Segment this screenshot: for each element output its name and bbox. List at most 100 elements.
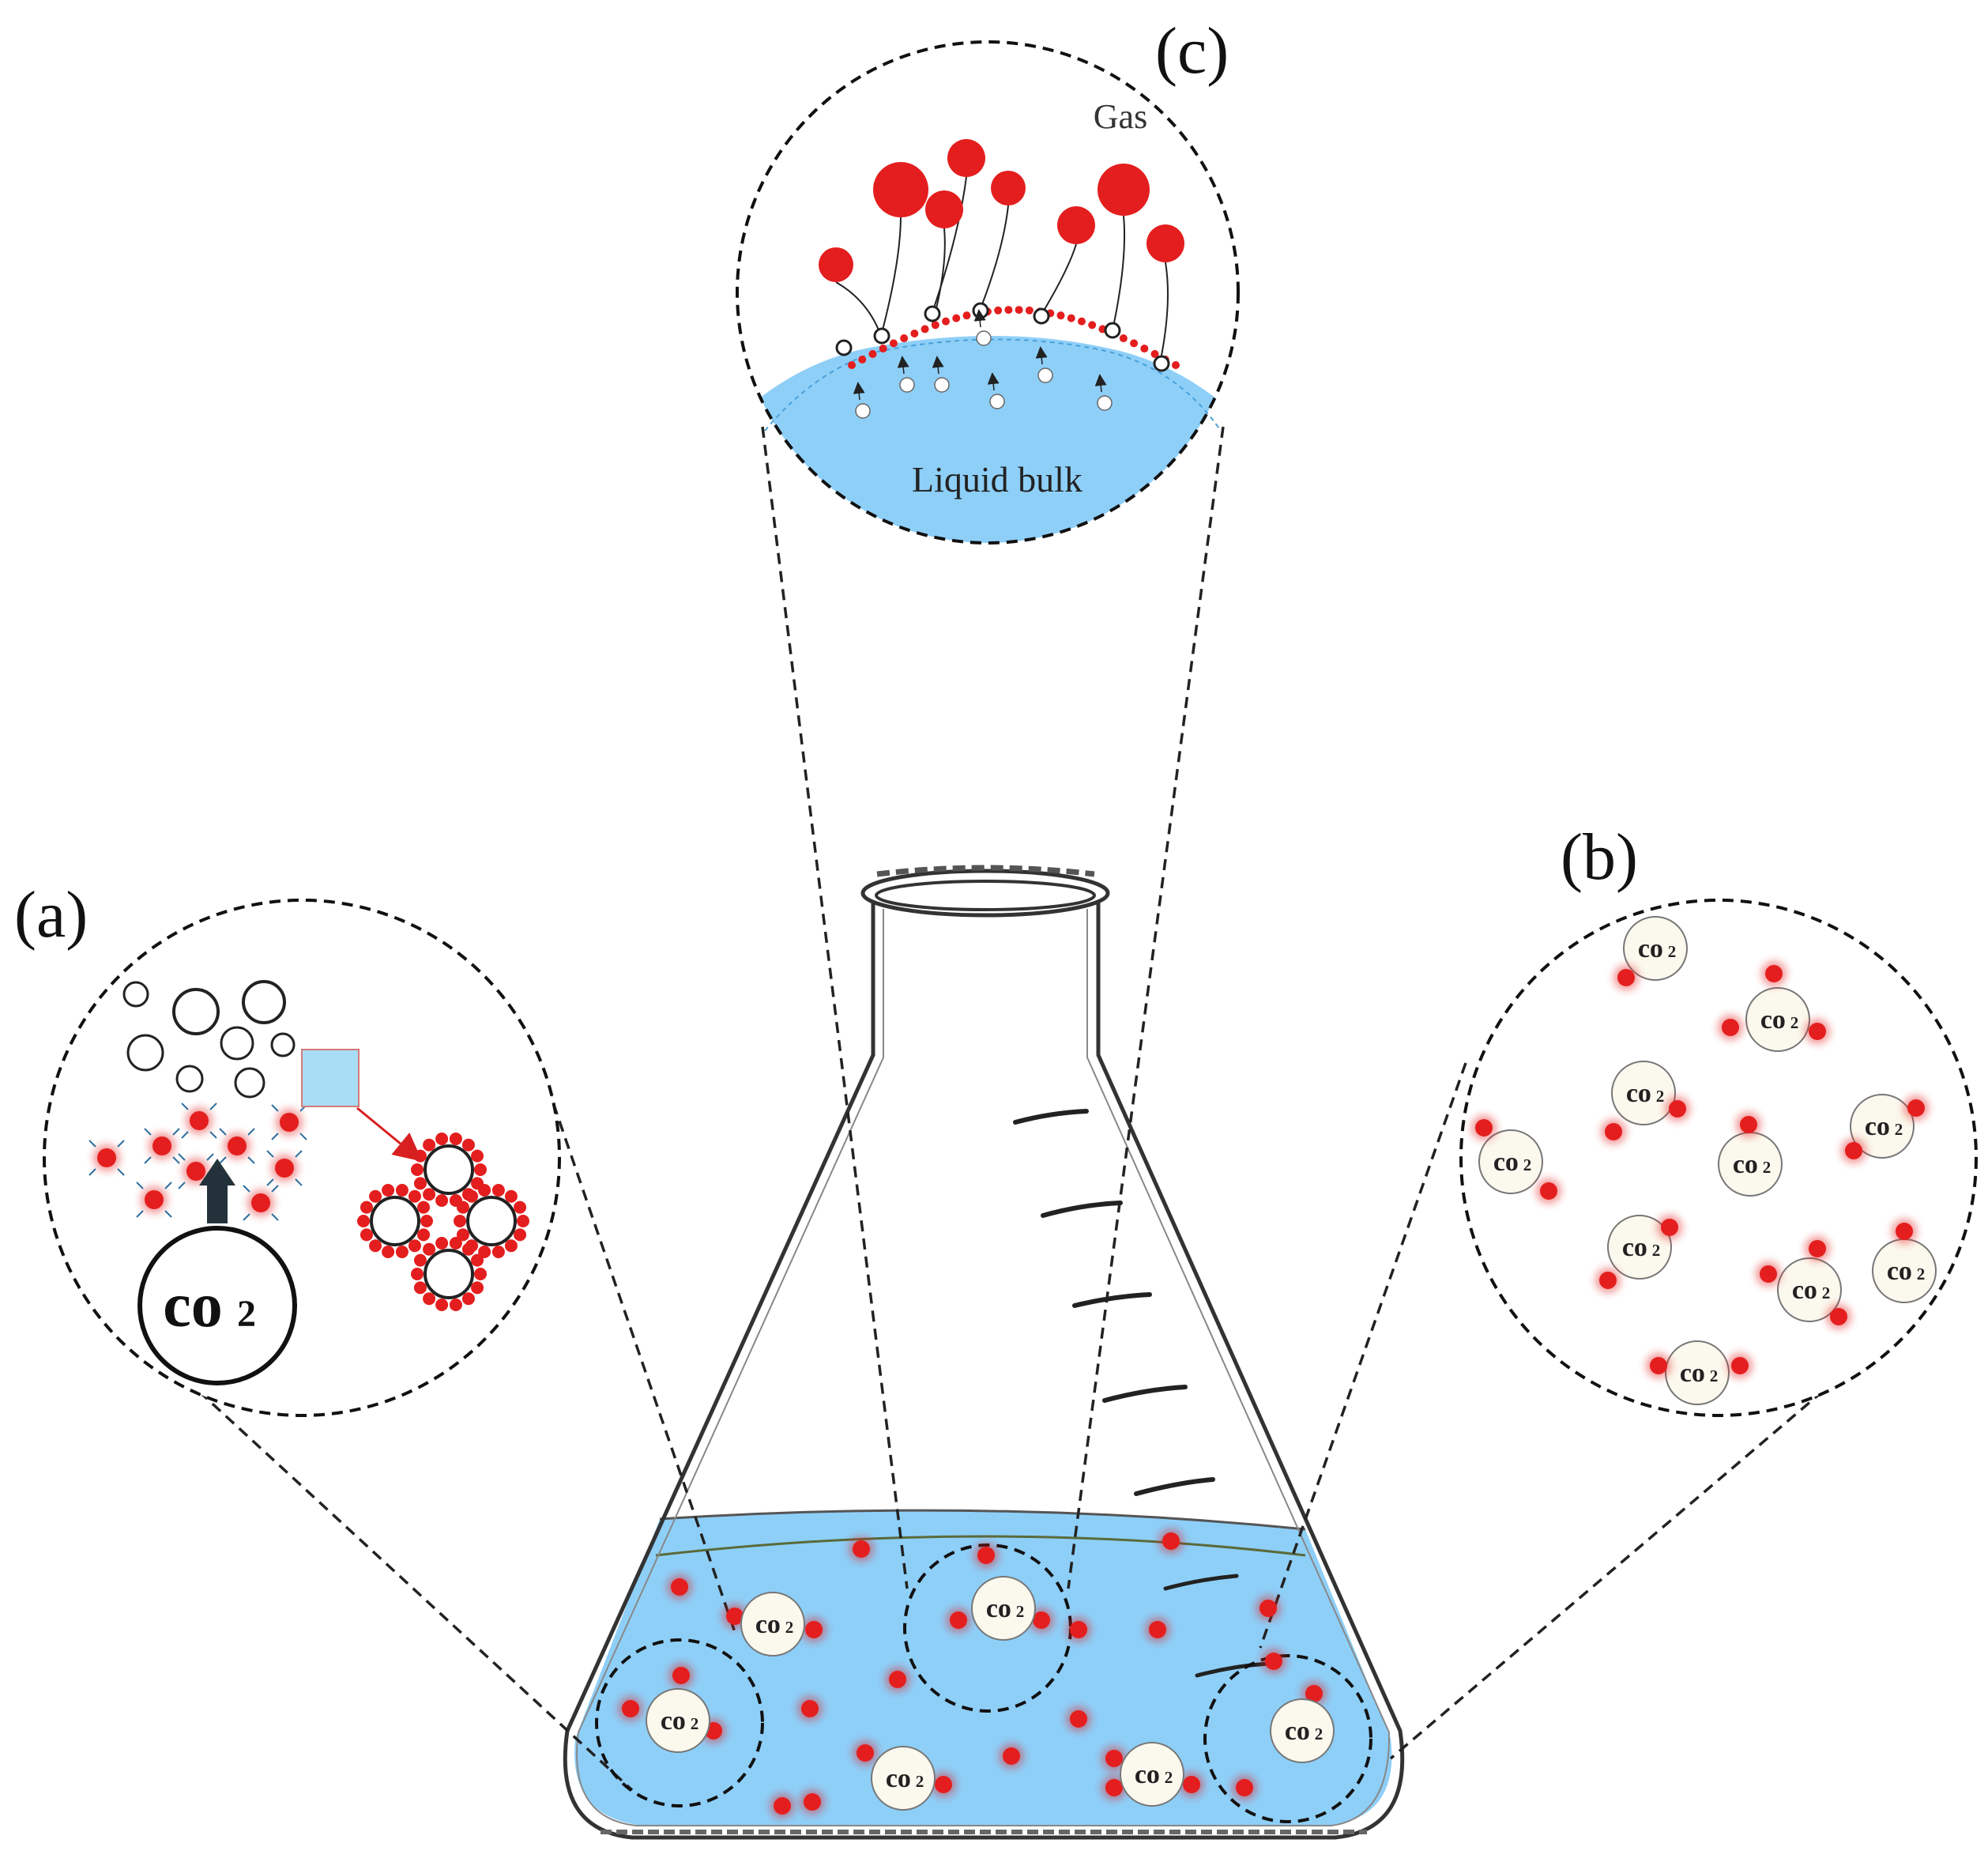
panel-b-red-particle [1718, 1015, 1743, 1040]
panel-a-coated-bubble [411, 1237, 487, 1311]
panel-c-surfactant-head [1098, 164, 1150, 216]
panel-c-label: (c) [1155, 14, 1229, 88]
graduation-mark-1 [1013, 1109, 1089, 1125]
panel-a-gas-bubble [126, 1034, 164, 1072]
coated-bubble-shell-particle [474, 1268, 487, 1280]
particle-core [805, 1621, 823, 1638]
panel-a-direction-tick [88, 1140, 96, 1148]
panel-a-direction-tick [271, 1133, 279, 1140]
coated-bubble-core [370, 1196, 420, 1246]
zoom-circle-a-small [595, 1638, 764, 1807]
panel-a-co2-subscript: 2 [237, 1293, 256, 1335]
coated-bubble-shell-particle [514, 1200, 527, 1214]
coated-bubble-shell-particle [423, 1138, 436, 1152]
particle-core [1896, 1223, 1913, 1240]
particle-core [228, 1136, 247, 1155]
graduation-mark-3 [1072, 1292, 1152, 1308]
connector-a-upper [546, 1086, 736, 1633]
panel-a-surfactant-molecule [93, 1144, 120, 1171]
panel-b-red-particle [1892, 1219, 1917, 1244]
panel-b-red-particle [1665, 1096, 1690, 1121]
panel-c-surfactant-head [991, 171, 1026, 205]
particle-core [1661, 1219, 1678, 1236]
co2-bubble-subscript: 2 [1165, 1768, 1173, 1787]
panel-a-direction-tick [172, 1156, 180, 1164]
panel-a-direction-tick [144, 1128, 152, 1136]
coated-bubble-shell-particle [369, 1189, 382, 1203]
particle-core [1650, 1357, 1667, 1374]
panel-a-direction-tick [178, 1153, 186, 1161]
co2-bubble-label: co [1865, 1112, 1890, 1141]
panel-a-direction-tick [117, 1140, 125, 1148]
graduation-mark-4 [1102, 1385, 1188, 1403]
co2-bubble-subscript: 2 [1523, 1155, 1532, 1174]
co2-bubble-subscript: 2 [1016, 1602, 1025, 1621]
panel-c-interface-particle [1150, 349, 1159, 358]
panel-a-surfactant-molecule [149, 1133, 175, 1159]
graduation-mark-6 [1163, 1574, 1239, 1591]
coated-bubble-shell-particle [417, 1228, 431, 1242]
panel-c-surfactant-tail [1159, 262, 1169, 364]
co2-bubble-subscript: 2 [1315, 1724, 1323, 1743]
coated-bubble-shell-particle [382, 1245, 395, 1258]
panel-c-interface-particle [1004, 306, 1013, 315]
particle-core [1669, 1100, 1686, 1118]
panel-b-red-particle [1761, 961, 1787, 986]
panel-a-up-arrow-shaft [207, 1184, 228, 1223]
particle-core [1809, 1240, 1826, 1257]
panel-c-surfactant-tail [979, 205, 1009, 311]
particle-core [1845, 1142, 1862, 1159]
panel-a-surfactant-molecule [247, 1189, 274, 1216]
panel-a-label: (a) [14, 878, 88, 952]
particle-core [145, 1190, 164, 1209]
panel-b-red-particle [1805, 1019, 1830, 1044]
panel-b-red-particle [1536, 1178, 1561, 1204]
panel-c-interface-particle [1140, 345, 1149, 353]
flask-red-particle [1179, 1772, 1204, 1797]
co2-bubble-label: co [661, 1706, 686, 1736]
flask-outline [563, 901, 1405, 1840]
co2-bubble-circle [1478, 1129, 1543, 1194]
panel-c-interface-bubble [873, 327, 890, 345]
panel-b-red-particle [1471, 1115, 1497, 1140]
panel-c-rising-bubble [976, 330, 992, 346]
particle-core [726, 1608, 744, 1625]
particle-core [853, 1540, 870, 1558]
panel-b-red-particle [1646, 1353, 1671, 1378]
co2-bubble-subscript: 2 [1790, 1013, 1799, 1032]
coated-bubble-shell-particle [478, 1184, 491, 1197]
coated-bubble-shell-particle [449, 1133, 462, 1146]
panel-b-label: (b) [1561, 820, 1638, 894]
panel-c-surfactant-head [947, 139, 985, 177]
flask-red-particle [849, 1536, 874, 1562]
flask-rim-inner [875, 880, 1096, 911]
co2-bubble-label: co [1887, 1257, 1912, 1286]
co2-bubble-label: co [1733, 1150, 1758, 1179]
panel-a-gas-bubble [172, 988, 220, 1035]
flask-liquid [574, 1510, 1392, 1826]
panel-b-red-particle [1657, 1215, 1682, 1240]
co2-bubble-label: co [1760, 1005, 1786, 1035]
panel-c-interface-particle [910, 330, 919, 338]
flask-red-particle [1158, 1528, 1184, 1554]
co2-bubble-subscript: 2 [1822, 1283, 1831, 1302]
panel-b-red-particle [1756, 1261, 1781, 1287]
coated-bubble-shell-particle [413, 1253, 427, 1267]
particle-core [1070, 1710, 1087, 1728]
panel-c-surfactant-head [1057, 206, 1095, 244]
panel-c-interface-particle [1077, 317, 1086, 326]
panel-b-red-particle [1613, 965, 1639, 990]
particle-core [1070, 1621, 1087, 1638]
co2-bubble-circle [1120, 1742, 1184, 1807]
panel-a-direction-tick [164, 1182, 172, 1189]
panel-c-rise-arrow [987, 372, 1000, 391]
particle-core [1599, 1272, 1617, 1289]
coated-bubble-shell-particle [435, 1193, 449, 1207]
